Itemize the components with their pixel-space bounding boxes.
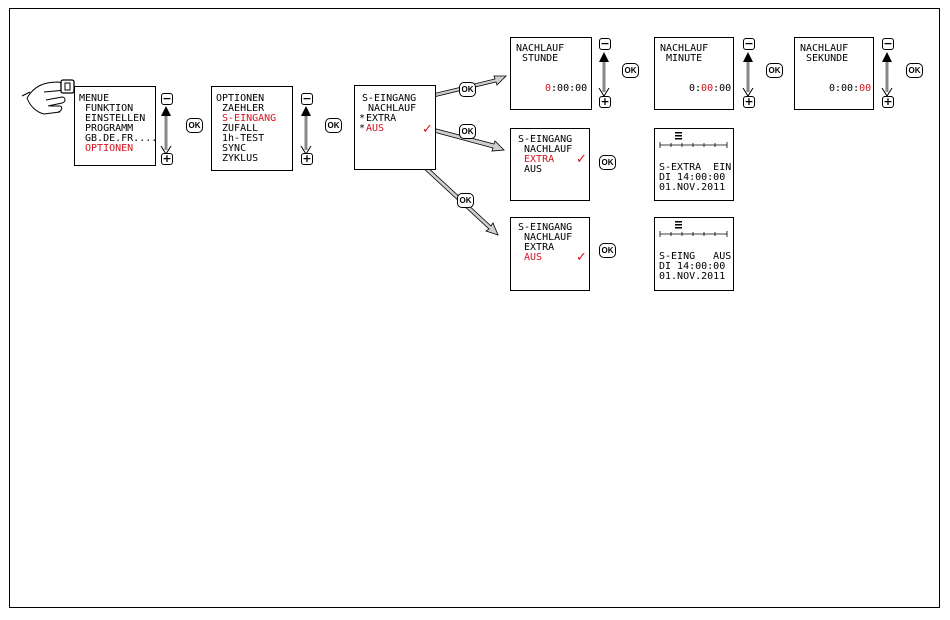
nachlauf-minute-screen: NACHLAUF MINUTE 0:00:00 <box>654 37 734 110</box>
ok-button[interactable]: OK <box>906 63 923 78</box>
hand-pressing-button-icon <box>21 81 67 115</box>
ok-button[interactable]: OK <box>457 193 474 208</box>
checkmark-icon: ✓ <box>422 122 433 137</box>
nachlauf-title: NACHLAUF <box>800 43 849 54</box>
menu-item-funktion: FUNKTION <box>79 103 134 114</box>
menu-item-einstellen: EINSTELLEN <box>79 113 146 124</box>
optionen-item-sync: SYNC <box>216 143 247 154</box>
extra-select-item-nachlauf: NACHLAUF <box>518 144 573 155</box>
s-eingang-screen: S-EINGANG NACHLAUF * EXTRA * AUS ✓ <box>354 85 436 170</box>
nachlauf-sub-stunde: STUNDE <box>516 53 559 64</box>
value-highlight: 00 <box>701 83 714 94</box>
minus-button[interactable]: − <box>161 92 173 105</box>
checkmark-icon: ✓ <box>576 250 587 265</box>
ok-button[interactable]: OK <box>459 124 476 139</box>
nachlauf-value: 0:00:00 <box>829 84 871 94</box>
nachlauf-value: 0:00:00 <box>689 84 731 94</box>
extra-status-line: S-EXTRA EIN <box>659 162 732 173</box>
plus-button[interactable]: + <box>599 95 611 108</box>
minus-button[interactable]: − <box>599 37 611 50</box>
value-pre: 0:00: <box>829 83 860 94</box>
menu-item-optionen-selected: OPTIONEN <box>79 143 134 154</box>
menu-title: MENUE <box>79 93 110 104</box>
s-eingang-marker: * <box>359 123 366 134</box>
s-eingang-item-nachlauf: NACHLAUF <box>362 103 417 114</box>
checkmark-icon: ✓ <box>576 152 587 167</box>
up-down-arrow-icon <box>742 52 754 97</box>
extra-select-item-extra-selected: EXTRA <box>518 154 555 165</box>
time-scale-icon <box>659 132 728 148</box>
nachlauf-sub-minute: MINUTE <box>660 53 703 64</box>
up-down-arrow-icon <box>160 106 172 155</box>
aus-select-title: S-EINGANG <box>518 222 573 233</box>
plus-button[interactable]: + <box>301 152 313 165</box>
nachlauf-value: 0:00:00 <box>545 84 587 94</box>
s-eingang-item-extra: EXTRA <box>366 113 397 124</box>
nachlauf-title: NACHLAUF <box>516 43 565 54</box>
nachlauf-stunde-screen: NACHLAUF STUNDE 0:00:00 <box>510 37 592 110</box>
menu-item-programm: PROGRAMM <box>79 123 134 134</box>
plus-button[interactable]: + <box>743 95 755 108</box>
ok-button[interactable]: OK <box>766 63 783 78</box>
ok-button[interactable]: OK <box>459 82 476 97</box>
s-eingang-item-aus-selected: AUS <box>366 123 385 134</box>
aus-status-time: DI 14:00:00 <box>659 261 726 272</box>
aus-select-item-aus-selected: AUS <box>518 252 543 263</box>
optionen-item-zufall: ZUFALL <box>216 123 259 134</box>
hand-button-icon <box>60 79 75 94</box>
aus-status-line: S-EING AUS <box>659 251 732 262</box>
extra-status-screen: S-EXTRA EIN DI 14:00:00 01.NOV.2011 <box>654 128 734 201</box>
aus-select-item-nachlauf: NACHLAUF <box>518 232 573 243</box>
plus-button[interactable]: + <box>161 152 173 165</box>
value-highlight: 0 <box>545 83 552 94</box>
nachlauf-title: NACHLAUF <box>660 43 709 54</box>
aus-select-screen: S-EINGANG NACHLAUF EXTRA AUS ✓ <box>510 217 590 291</box>
optionen-item-zaehler: ZAEHLER <box>216 103 265 114</box>
value-highlight: 00 <box>859 83 872 94</box>
ok-button[interactable]: OK <box>599 243 616 258</box>
optionen-item-s-eingang-selected: S-EINGANG <box>216 113 277 124</box>
menu-item-language: GB.DE.FR.... <box>79 133 158 144</box>
optionen-title: OPTIONEN <box>216 93 265 104</box>
ok-button[interactable]: OK <box>186 118 203 133</box>
menu-screen: MENUE FUNKTION EINSTELLEN PROGRAMM GB.DE… <box>74 86 158 166</box>
up-down-arrow-icon <box>300 106 312 155</box>
value-pre: 0: <box>689 83 702 94</box>
ok-button[interactable]: OK <box>622 63 639 78</box>
aus-select-item-extra: EXTRA <box>518 242 555 253</box>
extra-select-screen: S-EINGANG NACHLAUF EXTRA AUS ✓ <box>510 128 590 201</box>
s-eingang-marker: * <box>359 113 366 124</box>
plus-button[interactable]: + <box>882 95 894 108</box>
minus-button[interactable]: − <box>743 37 755 50</box>
extra-select-item-aus: AUS <box>518 164 543 175</box>
up-down-arrow-icon <box>881 52 893 97</box>
up-down-arrow-icon <box>598 52 610 97</box>
diagram-frame <box>9 8 940 608</box>
value-post: :00 <box>713 83 732 94</box>
ok-button[interactable]: OK <box>325 118 342 133</box>
minus-button[interactable]: − <box>882 37 894 50</box>
aus-status-screen: S-EING AUS DI 14:00:00 01.NOV.2011 <box>654 217 734 291</box>
s-eingang-title: S-EINGANG <box>362 93 417 104</box>
aus-status-date: 01.NOV.2011 <box>659 271 726 282</box>
optionen-item-1h-test: 1h-TEST <box>216 133 265 144</box>
minus-button[interactable]: − <box>301 92 313 105</box>
extra-status-date: 01.NOV.2011 <box>659 182 726 193</box>
value-rest: :00:00 <box>551 83 588 94</box>
extra-select-title: S-EINGANG <box>518 134 573 145</box>
ok-button[interactable]: OK <box>599 155 616 170</box>
nachlauf-sekunde-screen: NACHLAUF SEKUNDE 0:00:00 <box>794 37 874 110</box>
extra-status-time: DI 14:00:00 <box>659 172 726 183</box>
nachlauf-sub-sekunde: SEKUNDE <box>800 53 849 64</box>
optionen-screen: OPTIONEN ZAEHLER S-EINGANG ZUFALL 1h-TES… <box>211 86 293 171</box>
time-scale-icon <box>659 221 728 237</box>
optionen-item-zyklus: ZYKLUS <box>216 153 259 164</box>
